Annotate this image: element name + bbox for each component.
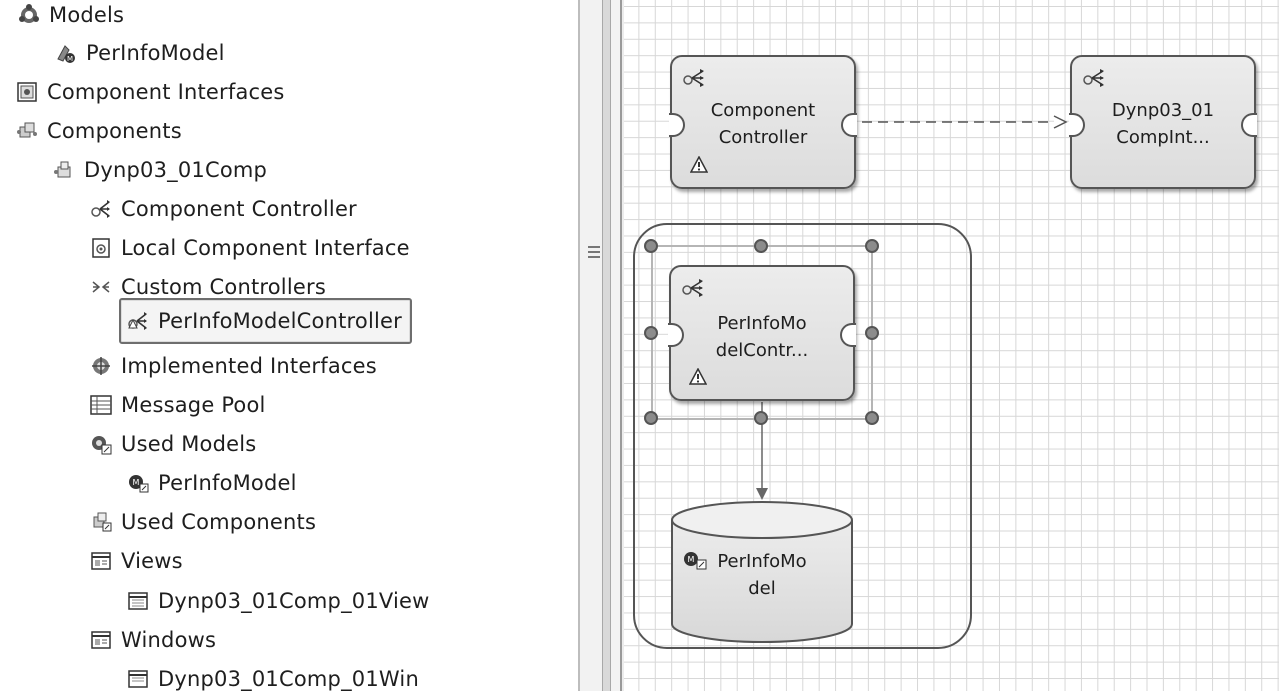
component-interface-icon (1083, 69, 1104, 87)
custom-controller-node[interactable]: PerInfoMo delContr... (668, 265, 856, 401)
components-icon (16, 120, 38, 142)
node-port-right[interactable] (1241, 113, 1257, 137)
message-pool-icon (90, 394, 112, 416)
vertical-scrollbar[interactable] (602, 0, 611, 691)
node-label-line2: CompInt... (1116, 127, 1210, 148)
tree-item-used-perinfomodel[interactable]: M PerInfoModel (127, 468, 297, 498)
svg-text:M: M (688, 555, 695, 564)
tree-item-label: Component Controller (121, 197, 357, 221)
model-node[interactable]: M PerInfoMo del (669, 500, 855, 644)
node-label-line1: PerInfoMo (717, 313, 807, 334)
tree-item-views[interactable]: Views (90, 546, 183, 576)
tree-item-label: Used Components (121, 510, 317, 534)
tree-item-component-controller[interactable]: Component Controller (90, 194, 357, 224)
tree-item-label: PerInfoModelController (158, 309, 402, 333)
tree-item-message-pool[interactable]: Message Pool (90, 390, 266, 420)
resize-handle-s[interactable] (754, 411, 768, 425)
model-label-line2: del (748, 578, 776, 599)
component-icon (53, 159, 75, 181)
used-components-icon (90, 511, 112, 533)
tree-item-label: Used Models (121, 432, 257, 456)
tree-item-label: Components (47, 119, 182, 143)
tree-item-label: Models (49, 3, 125, 27)
used-model-icon: M (127, 472, 149, 494)
tree-item-label: Views (121, 549, 183, 573)
project-tree: Models M PerInfoModel Component Interfac… (0, 0, 578, 691)
tree-scroll-edge (578, 0, 605, 691)
custom-controllers-icon (90, 276, 112, 298)
tree-item-used-components[interactable]: Used Components (90, 507, 316, 537)
custom-controller-icon (682, 279, 703, 297)
connection-arrowhead (1053, 115, 1068, 129)
tree-item-label: PerInfoModel (86, 41, 225, 65)
tree-item-perinfomodelcontroller[interactable]: PerInfoModelController (119, 298, 412, 344)
tree-item-label: PerInfoModel (158, 471, 297, 495)
splitter-grip-icon[interactable] (588, 246, 600, 260)
views-icon (90, 550, 112, 572)
node-port-left[interactable] (668, 323, 684, 347)
tree-item-label: Dynp03_01Comp_01View (158, 589, 430, 613)
panel-splitter[interactable] (578, 0, 624, 691)
tree-item-dynp03-01comp[interactable]: Dynp03_01Comp (53, 155, 267, 185)
windows-icon (90, 629, 112, 651)
tree-item-component-interfaces[interactable]: Component Interfaces (16, 77, 285, 107)
node-port-left[interactable] (669, 113, 685, 137)
models-icon (18, 4, 40, 26)
component-interface-node[interactable]: Dynp03_01 CompInt... (1069, 55, 1257, 189)
custom-controller-icon (127, 310, 149, 332)
tree-item-label: Local Component Interface (121, 236, 410, 260)
svg-text:M: M (133, 478, 140, 487)
svg-text:M: M (67, 55, 73, 63)
tree-item-label: Implemented Interfaces (121, 354, 377, 378)
node-label-line2: delContr... (715, 340, 809, 361)
tree-item-custom-controllers[interactable]: Custom Controllers (90, 272, 326, 302)
view-icon (127, 590, 149, 612)
tree-item-label: Custom Controllers (121, 275, 326, 299)
component-controller-node[interactable]: Component Controller (669, 55, 857, 189)
binding-arrowhead (756, 488, 768, 500)
used-models-icon (90, 433, 112, 455)
model-icon: M (684, 552, 707, 570)
tree-item-label: Dynp03_01Comp (84, 158, 268, 182)
model-label-line1: PerInfoMo (717, 551, 807, 572)
tree-item-label: Message Pool (121, 393, 266, 417)
node-label-line1: Dynp03_01 (1111, 100, 1215, 121)
resize-handle-sw[interactable] (644, 411, 658, 425)
tree-item-windows[interactable]: Windows (90, 625, 216, 655)
resize-handle-e[interactable] (865, 326, 879, 340)
window-icon (127, 668, 149, 690)
implemented-interfaces-icon (90, 355, 112, 377)
resize-handle-w[interactable] (644, 326, 658, 340)
tree-item-label: Dynp03_01Comp_01Win (158, 667, 419, 691)
tree-item-used-models[interactable]: Used Models (90, 429, 256, 459)
tree-item-label: Windows (121, 628, 217, 652)
node-label-line1: Component (710, 100, 816, 121)
tree-item-implemented-interfaces[interactable]: Implemented Interfaces (90, 351, 377, 381)
tree-item-perinfomodel[interactable]: M PerInfoModel (55, 38, 225, 68)
node-label-line2: Controller (718, 127, 808, 148)
resize-handle-nw[interactable] (644, 239, 658, 253)
model-icon: M (55, 42, 77, 64)
warning-icon (690, 156, 708, 173)
resize-handle-se[interactable] (865, 411, 879, 425)
local-interface-icon (90, 237, 112, 259)
component-interfaces-icon (16, 81, 38, 103)
database-cylinder (671, 501, 853, 643)
tree-item-label: Component Interfaces (47, 80, 285, 104)
resize-handle-ne[interactable] (865, 239, 879, 253)
splitter-bar[interactable] (611, 0, 622, 691)
node-port-right[interactable] (840, 323, 856, 347)
tree-item-components[interactable]: Components (16, 116, 182, 146)
warning-icon (689, 368, 707, 385)
component-controller-icon (683, 69, 704, 87)
tree-item-local-component-interface[interactable]: Local Component Interface (90, 233, 410, 263)
component-controller-icon (90, 198, 112, 220)
custom-controller-group[interactable] (633, 223, 972, 649)
node-port-right[interactable] (841, 113, 857, 137)
tree-item-models[interactable]: Models (18, 0, 124, 30)
tree-item-dynp03-01comp-01win[interactable]: Dynp03_01Comp_01Win (127, 664, 419, 694)
resize-handle-n[interactable] (754, 239, 768, 253)
node-port-left[interactable] (1069, 113, 1085, 137)
tree-item-dynp03-01comp-01view[interactable]: Dynp03_01Comp_01View (127, 586, 430, 616)
